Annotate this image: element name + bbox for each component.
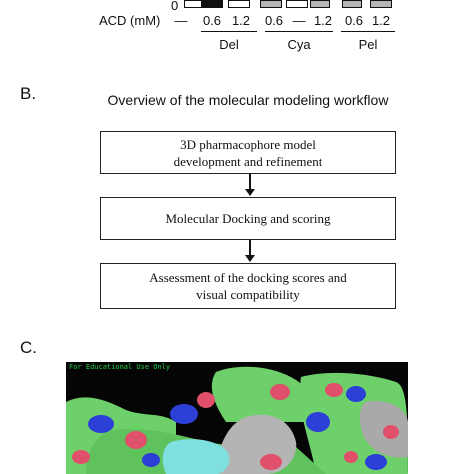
arrow-shaft — [249, 174, 251, 190]
red-atom — [383, 425, 399, 439]
bar-cya-mid — [286, 0, 308, 8]
arrow-head — [245, 189, 255, 196]
bar-cya-0-6 — [260, 0, 282, 8]
bar-pel-0-6 — [342, 0, 362, 8]
workflow-arrow — [245, 240, 255, 263]
blue-atom — [346, 386, 366, 402]
red-atom — [125, 431, 147, 449]
panel-b-letter: B. — [20, 84, 37, 103]
arrow-head — [245, 255, 255, 262]
step-text-line: Molecular Docking and scoring — [165, 211, 331, 226]
blue-atom — [306, 412, 330, 432]
conc-label: 1.2 — [231, 13, 251, 28]
step-text-line: 3D pharmacophore model — [180, 136, 316, 152]
red-atom — [260, 454, 282, 470]
group-bracket-del — [201, 31, 257, 32]
red-atom — [72, 450, 90, 464]
conc-label: 0.6 — [202, 13, 222, 28]
cyan-region — [162, 439, 230, 474]
bar-del-1-2 — [228, 0, 250, 8]
bar-del-0-6 — [201, 0, 223, 8]
blue-atom — [88, 415, 114, 433]
surface-blob — [211, 366, 312, 422]
panel-c-letter: C. — [20, 338, 37, 357]
red-atom — [344, 451, 358, 463]
blue-atom — [142, 453, 160, 467]
group-bracket-pel — [341, 31, 395, 32]
group-label-cya: Cya — [287, 37, 311, 52]
conc-label: — — [174, 13, 188, 28]
bar-pel-1-2 — [370, 0, 392, 8]
step-text-line: Assessment of the docking scores and — [149, 270, 347, 285]
workflow-arrow — [245, 174, 255, 197]
conc-label: 1.2 — [371, 13, 391, 28]
conc-label: 0.6 — [344, 13, 364, 28]
group-label-del: Del — [219, 37, 239, 52]
molecular-surface-image — [66, 362, 408, 474]
arrow-shaft — [249, 240, 251, 256]
group-label-pel: Pel — [358, 37, 378, 52]
red-atom — [197, 392, 215, 408]
blue-atom — [170, 404, 198, 424]
workflow-step-pharmacophore: 3D pharmacophore model development and r… — [100, 131, 396, 174]
y-axis-zero-tick: 0 — [171, 0, 179, 13]
red-atom — [270, 384, 290, 400]
panel-a-fragment: 0 ACD (mM) — 0.6 1.2 0.6 — 1.2 0.6 1.2 D… — [0, 0, 474, 68]
group-bracket-cya — [265, 31, 333, 32]
educational-use-caption: For Educational Use Only — [69, 363, 171, 371]
red-atom — [325, 383, 343, 397]
step-text-line: visual compatibility — [196, 287, 300, 302]
bar-cya-1-2 — [310, 0, 330, 8]
workflow-step-docking: Molecular Docking and scoring — [100, 197, 396, 240]
conc-label: 1.2 — [313, 13, 333, 28]
conc-label: — — [292, 13, 306, 28]
conc-label: 0.6 — [264, 13, 284, 28]
workflow-step-assessment: Assessment of the docking scores and vis… — [100, 263, 396, 309]
workflow-title: Overview of the molecular modeling workf… — [107, 92, 389, 108]
blue-atom — [365, 454, 387, 470]
step-text-line: development and refinement — [173, 153, 323, 169]
acd-row-label: ACD (mM) — [99, 13, 161, 28]
